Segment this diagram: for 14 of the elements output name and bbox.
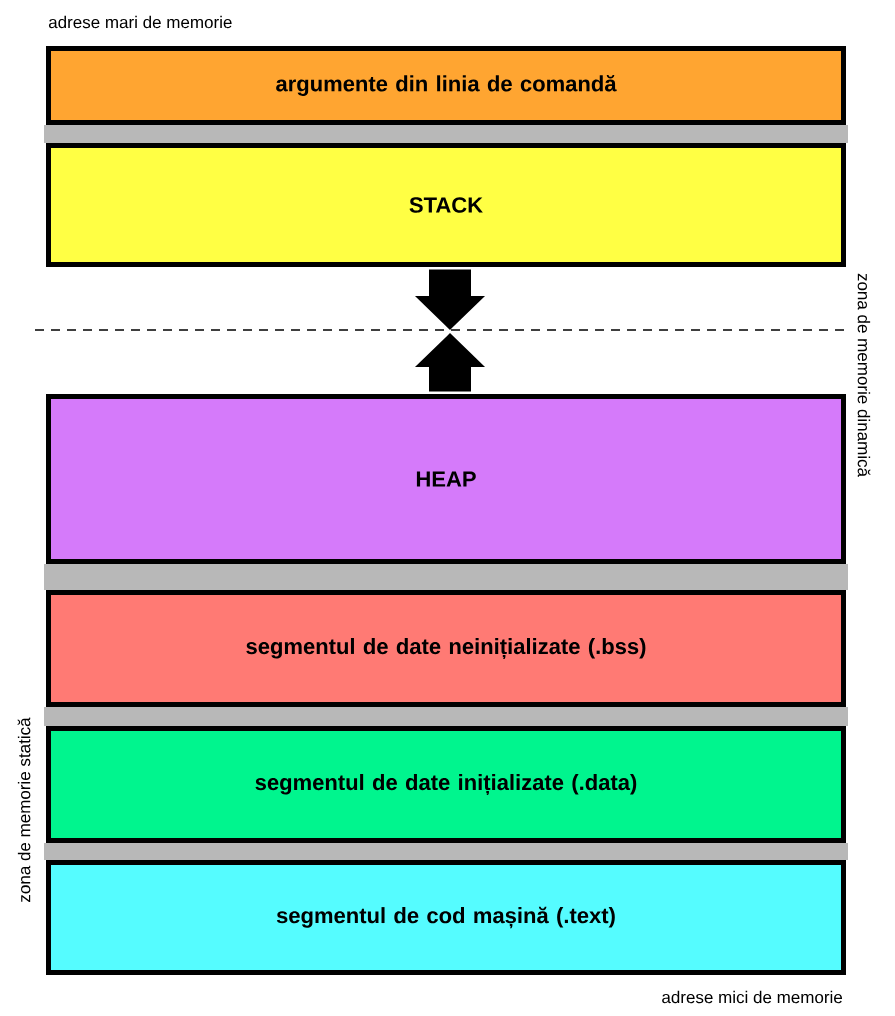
separator-bar: [44, 125, 848, 143]
separator-bar: [44, 843, 848, 860]
memory-segment-box: segmentul de date neinițializate (.bss): [46, 590, 846, 707]
address-label: adrese mari de memorie: [48, 15, 232, 29]
memory-segment-box: argumente din linia de comandă: [46, 46, 846, 125]
memory-segment-box: STACK: [46, 143, 846, 267]
address-label: adrese mici de memorie: [662, 990, 842, 1004]
side-label: zona de memorie statică: [17, 717, 31, 902]
separator-bar: [44, 707, 848, 726]
side-label: zona de memorie dinamică: [857, 273, 871, 477]
separator-bar: [44, 564, 848, 590]
memory-segment-box: HEAP: [46, 394, 846, 564]
memory-segment-box: segmentul de cod mașină (.text): [46, 860, 846, 975]
memory-segment-box: segmentul de date inițializate (.data): [46, 726, 846, 843]
